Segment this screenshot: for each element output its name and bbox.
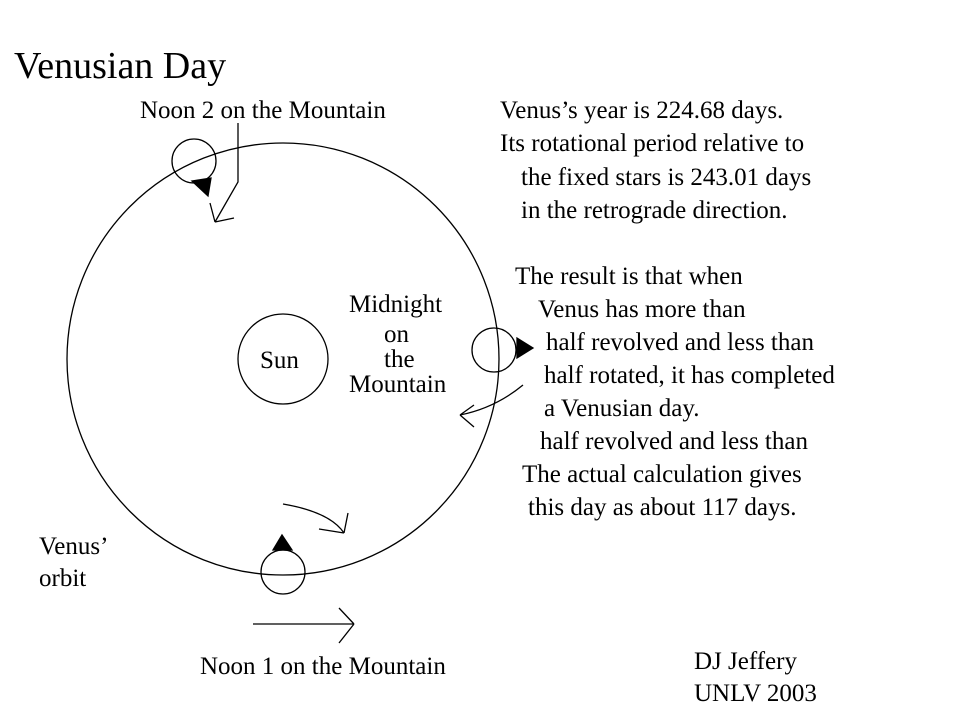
desc-line: the fixed stars is 243.01 days — [521, 164, 812, 191]
desc-line: half rotated, it has completed — [544, 362, 835, 389]
venus-midnight — [471, 327, 517, 373]
arrow-rotation-bottom — [282, 503, 349, 534]
arrow-midnight — [459, 384, 524, 428]
desc-line: The result is that when — [515, 263, 743, 290]
mountain-marker-noon2 — [190, 177, 212, 198]
label-midnight-2: on — [384, 321, 409, 348]
desc-line: half revolved and less than — [540, 428, 808, 455]
mountain-marker-midnight — [516, 336, 535, 360]
credit-author: DJ Jeffery — [694, 648, 797, 675]
mountain-marker-noon1 — [271, 533, 294, 551]
desc-line: Venus’s year is 224.68 days. — [500, 97, 784, 124]
arrow-noon2 — [209, 123, 239, 223]
desc-line: The actual calculation gives — [522, 461, 802, 488]
desc-line: in the retrograde direction. — [521, 197, 788, 224]
desc-line: Venus has more than — [538, 296, 746, 323]
desc-line: Its rotational period relative to — [500, 130, 805, 157]
page-title: Venusian Day — [14, 45, 227, 87]
label-noon2: Noon 2 on the Mountain — [140, 97, 386, 124]
label-noon1: Noon 1 on the Mountain — [200, 653, 446, 680]
arrow-revolution — [253, 607, 355, 644]
label-sun: Sun — [260, 347, 299, 374]
desc-line: a Venusian day. — [544, 395, 700, 422]
label-midnight-3: the — [384, 346, 415, 373]
desc-line: half revolved and less than — [546, 329, 814, 356]
venus-noon1 — [260, 549, 306, 595]
label-midnight-4: Mountain — [349, 371, 447, 398]
label-orbit-2: orbit — [39, 565, 87, 592]
desc-line: this day as about 117 days. — [528, 494, 797, 521]
credit-affiliation: UNLV 2003 — [694, 680, 817, 707]
label-midnight-1: Midnight — [349, 291, 443, 318]
venus-noon2 — [171, 138, 217, 184]
sun — [237, 313, 329, 405]
venus-orbit — [66, 142, 500, 576]
label-orbit-1: Venus’ — [39, 533, 109, 560]
